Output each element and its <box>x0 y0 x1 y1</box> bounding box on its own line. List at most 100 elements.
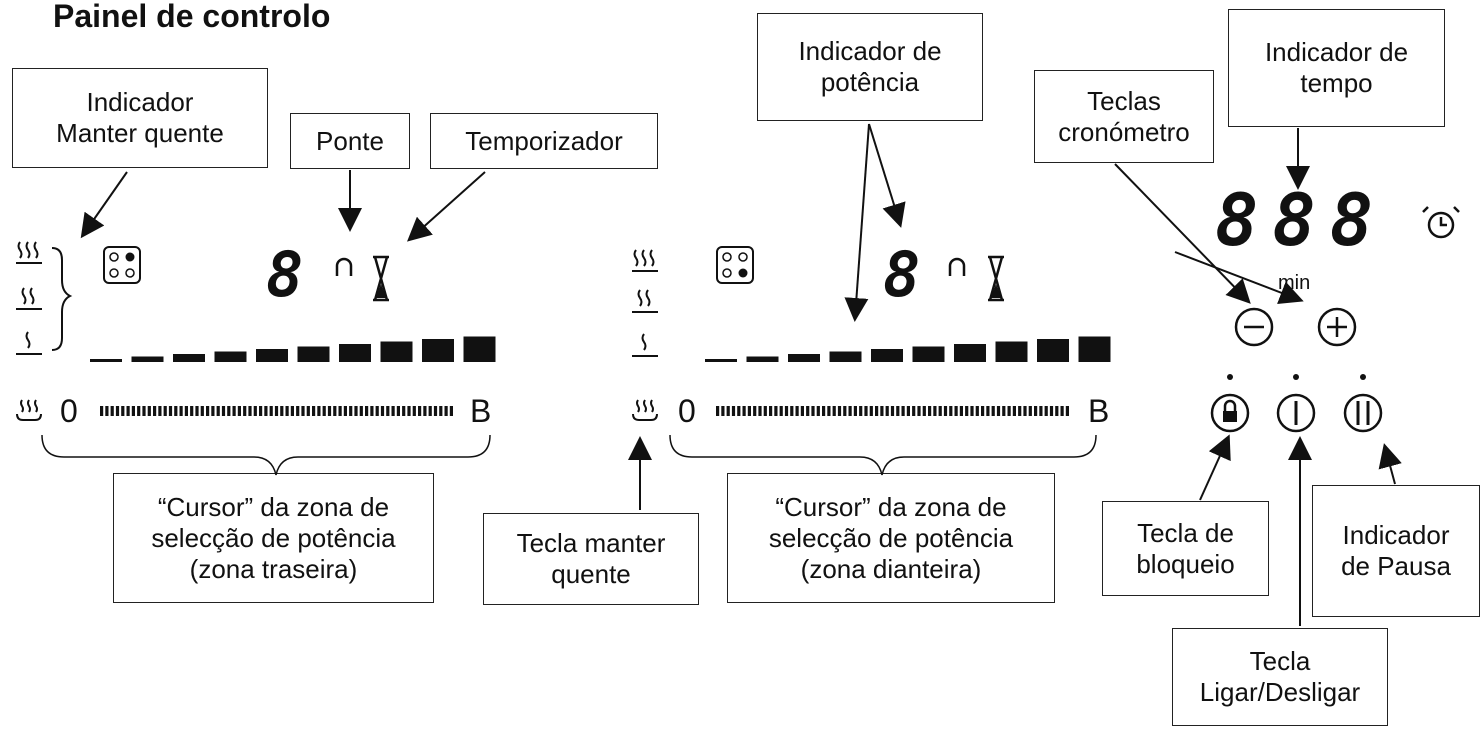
slider-segment[interactable] <box>986 406 990 416</box>
slider-segment[interactable] <box>375 406 379 416</box>
slider-segment[interactable] <box>354 406 358 416</box>
slider-segment[interactable] <box>396 406 400 416</box>
slider-segment[interactable] <box>795 406 799 416</box>
slider-segment[interactable] <box>147 406 151 416</box>
slider-segment[interactable] <box>306 406 310 416</box>
slider-segment[interactable] <box>731 406 736 416</box>
slider-segment[interactable] <box>407 406 411 416</box>
slider-segment[interactable] <box>837 406 842 416</box>
slider-segment[interactable] <box>1028 406 1032 416</box>
slider-segment[interactable] <box>200 406 204 416</box>
slider-segment[interactable] <box>386 406 390 416</box>
slider-segment[interactable] <box>869 406 873 416</box>
slider-segment[interactable] <box>959 406 963 416</box>
slider-segment[interactable] <box>896 406 900 416</box>
slider-segment[interactable] <box>174 406 178 416</box>
slider-segment[interactable] <box>943 406 948 416</box>
slider-segment[interactable] <box>965 406 969 416</box>
slider-segment[interactable] <box>290 406 294 416</box>
slider-segment[interactable] <box>912 406 916 416</box>
slider-segment[interactable] <box>232 406 236 416</box>
slider-segment[interactable] <box>763 406 767 416</box>
slider-segment[interactable] <box>827 406 831 416</box>
slider-segment[interactable] <box>938 406 942 416</box>
slider-segment[interactable] <box>890 406 895 416</box>
slider-segment[interactable] <box>179 406 183 416</box>
slider-segment[interactable] <box>216 406 220 416</box>
slider-segment[interactable] <box>747 406 751 416</box>
slider-segment[interactable] <box>142 406 146 416</box>
slider-segment[interactable] <box>954 406 958 416</box>
slider-segment[interactable] <box>349 406 353 416</box>
slider-segment[interactable] <box>195 406 199 416</box>
slider-segment[interactable] <box>981 406 985 416</box>
slider-segment[interactable] <box>312 406 316 416</box>
slider-segment[interactable] <box>412 406 416 416</box>
slider-segment[interactable] <box>737 406 741 416</box>
slider-segment[interactable] <box>917 406 921 416</box>
slider-segment[interactable] <box>322 406 326 416</box>
slider-segment[interactable] <box>1065 406 1069 416</box>
slider-segment[interactable] <box>338 406 342 416</box>
slider-segment[interactable] <box>380 406 385 416</box>
slider-segment[interactable] <box>991 406 995 416</box>
slider-segment[interactable] <box>774 406 778 416</box>
slider-segment[interactable] <box>163 406 167 416</box>
slider-segment[interactable] <box>105 406 109 416</box>
slider-segment[interactable] <box>253 406 257 416</box>
slider-segment[interactable] <box>790 406 794 416</box>
slider-segment[interactable] <box>248 406 252 416</box>
slider-segment[interactable] <box>264 406 268 416</box>
slider-segment[interactable] <box>875 406 879 416</box>
slider-segment[interactable] <box>211 406 215 416</box>
slider-segment[interactable] <box>800 406 804 416</box>
slider-segment[interactable] <box>153 406 157 416</box>
slider-segment[interactable] <box>259 406 263 416</box>
slider-segment[interactable] <box>806 406 810 416</box>
slider-segment[interactable] <box>816 406 820 416</box>
slider-segment[interactable] <box>1044 406 1048 416</box>
slider-segment[interactable] <box>184 406 188 416</box>
slider-segment[interactable] <box>317 406 321 416</box>
slider-segment[interactable] <box>742 406 746 416</box>
slider-segment[interactable] <box>949 406 953 416</box>
slider-segment[interactable] <box>343 406 347 416</box>
slider-segment[interactable] <box>221 406 226 416</box>
slider-segment[interactable] <box>301 406 305 416</box>
slider-segment[interactable] <box>137 406 141 416</box>
slider-segment[interactable] <box>784 406 789 416</box>
slider-segment[interactable] <box>832 406 836 416</box>
slider-segment[interactable] <box>237 406 241 416</box>
slider-segment[interactable] <box>274 406 279 416</box>
slider-segment[interactable] <box>1018 406 1022 416</box>
slider-segment[interactable] <box>428 406 432 416</box>
slider-segment[interactable] <box>121 406 125 416</box>
slider-segment[interactable] <box>1060 406 1064 416</box>
slider-segment[interactable] <box>100 406 104 416</box>
slider-segment[interactable] <box>370 406 374 416</box>
slider-segment[interactable] <box>439 406 443 416</box>
slider-segment[interactable] <box>859 406 863 416</box>
slider-segment[interactable] <box>423 406 427 416</box>
slider-segment[interactable] <box>126 406 130 416</box>
slider-segment[interactable] <box>885 406 889 416</box>
slider-segment[interactable] <box>158 406 162 416</box>
slider-segment[interactable] <box>901 406 905 416</box>
slider-segment[interactable] <box>1023 406 1027 416</box>
slider-segment[interactable] <box>769 406 773 416</box>
slider-segment[interactable] <box>1049 406 1054 416</box>
slider-segment[interactable] <box>779 406 783 416</box>
slider-segment[interactable] <box>444 406 448 416</box>
slider-segment[interactable] <box>726 406 730 416</box>
slider-segment[interactable] <box>190 406 194 416</box>
slider-segment[interactable] <box>906 406 910 416</box>
slider-segment[interactable] <box>758 406 762 416</box>
slider-segment[interactable] <box>716 406 720 416</box>
slider-segment[interactable] <box>365 406 369 416</box>
slider-segment[interactable] <box>753 406 757 416</box>
slider-segment[interactable] <box>269 406 273 416</box>
slider-segment[interactable] <box>402 406 406 416</box>
slider-segment[interactable] <box>721 406 725 416</box>
slider-segment[interactable] <box>391 406 395 416</box>
slider-segment[interactable] <box>359 406 363 416</box>
